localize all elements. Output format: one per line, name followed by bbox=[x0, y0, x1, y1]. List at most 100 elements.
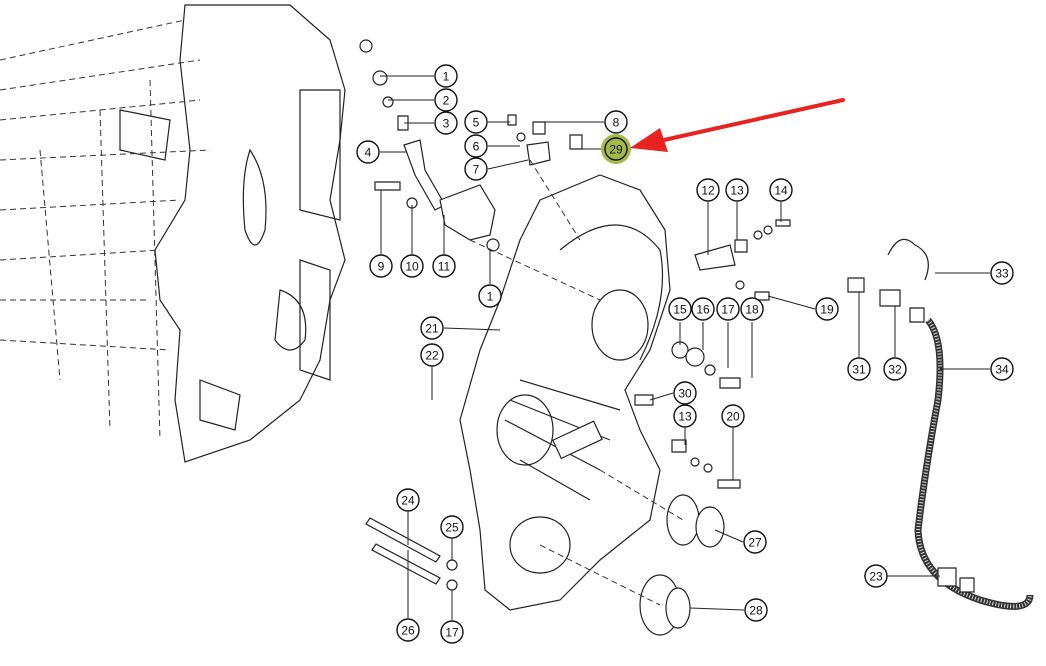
callout-circle bbox=[434, 88, 458, 112]
callout-11: 11 bbox=[432, 254, 456, 278]
callout-circle bbox=[434, 64, 458, 88]
callout-circle bbox=[716, 297, 740, 321]
callout-13: 13 bbox=[673, 404, 697, 428]
callout-29: 29 bbox=[601, 134, 631, 164]
callout-20: 20 bbox=[721, 404, 745, 428]
callout-5: 5 bbox=[464, 110, 488, 134]
callout-circle bbox=[356, 140, 380, 164]
callout-18: 18 bbox=[740, 297, 764, 321]
callout-number: 27 bbox=[748, 536, 762, 550]
callout-number: 18 bbox=[745, 303, 759, 317]
callout-17: 17 bbox=[716, 297, 740, 321]
callout-number: 2 bbox=[443, 94, 450, 108]
callout-22: 22 bbox=[420, 343, 444, 367]
callout-circle bbox=[668, 297, 692, 321]
callout-circle bbox=[743, 530, 767, 554]
callout-number: 20 bbox=[726, 410, 740, 424]
callout-31: 31 bbox=[847, 357, 871, 381]
callout-24: 24 bbox=[396, 488, 420, 512]
callout-circle bbox=[673, 404, 697, 428]
callout-circle bbox=[369, 254, 393, 278]
callout-number: 9 bbox=[378, 260, 385, 274]
callout-28: 28 bbox=[744, 598, 768, 622]
timing-cover bbox=[459, 174, 671, 611]
callout-circle bbox=[769, 178, 793, 202]
callout-2: 2 bbox=[434, 88, 458, 112]
callout-circle bbox=[883, 357, 907, 381]
callout-23: 23 bbox=[864, 564, 888, 588]
callout-circle bbox=[440, 620, 464, 644]
callout-circle bbox=[396, 488, 420, 512]
callout-number: 5 bbox=[473, 116, 480, 130]
callout-12: 12 bbox=[696, 178, 720, 202]
callout-number: 16 bbox=[696, 303, 710, 317]
callout-circle bbox=[434, 111, 458, 135]
callout-3: 3 bbox=[434, 111, 458, 135]
callout-circle bbox=[464, 157, 488, 181]
callout-circle bbox=[847, 357, 871, 381]
callout-circle bbox=[721, 404, 745, 428]
callout-number: 12 bbox=[701, 184, 715, 198]
callout-circle bbox=[464, 110, 488, 134]
callout-33: 33 bbox=[990, 261, 1014, 285]
callout-circle bbox=[432, 254, 456, 278]
leader-lines bbox=[380, 75, 990, 620]
callout-circle bbox=[740, 297, 764, 321]
callout-circle bbox=[725, 178, 749, 202]
callout-14: 14 bbox=[769, 178, 793, 202]
callout-30: 30 bbox=[673, 381, 697, 405]
callout-number: 1 bbox=[443, 70, 450, 84]
callout-circle bbox=[396, 618, 420, 642]
callout-10: 10 bbox=[400, 254, 424, 278]
callout-number: 11 bbox=[438, 260, 451, 274]
callout-circle bbox=[696, 178, 720, 202]
callout-13: 13 bbox=[725, 178, 749, 202]
callout-number: 32 bbox=[888, 363, 902, 377]
callout-number: 22 bbox=[425, 349, 439, 363]
callout-number: 17 bbox=[721, 303, 735, 317]
callout-34: 34 bbox=[990, 357, 1014, 381]
callout-1: 1 bbox=[478, 284, 502, 308]
callout-circle bbox=[691, 297, 715, 321]
callout-circle bbox=[673, 381, 697, 405]
callout-circle bbox=[420, 316, 444, 340]
callout-15: 15 bbox=[668, 297, 692, 321]
callout-number: 3 bbox=[443, 117, 450, 131]
callout-26: 26 bbox=[396, 618, 420, 642]
callout-number: 25 bbox=[445, 521, 459, 535]
callout-6: 6 bbox=[464, 134, 488, 158]
callout-number: 13 bbox=[678, 410, 692, 424]
callout-number: 21 bbox=[425, 322, 439, 336]
callout-circle bbox=[815, 297, 839, 321]
callout-number: 13 bbox=[730, 184, 744, 198]
callout-19: 19 bbox=[815, 297, 839, 321]
callout-number: 17 bbox=[445, 626, 459, 640]
callout-circle bbox=[604, 137, 628, 161]
callout-circle bbox=[604, 110, 628, 134]
callout-number: 24 bbox=[401, 494, 415, 508]
callout-1: 1 bbox=[434, 64, 458, 88]
callout-number: 14 bbox=[774, 184, 788, 198]
callout-number: 1 bbox=[487, 290, 494, 304]
callout-number: 7 bbox=[473, 163, 480, 177]
callout-number: 31 bbox=[852, 363, 866, 377]
callout-circle bbox=[990, 357, 1014, 381]
callout-16: 16 bbox=[691, 297, 715, 321]
callout-number: 15 bbox=[673, 303, 687, 317]
callout-17: 17 bbox=[440, 620, 464, 644]
callout-circle bbox=[478, 284, 502, 308]
hydraulic-hose bbox=[847, 238, 1034, 610]
callout-25: 25 bbox=[440, 515, 464, 539]
callout-circle bbox=[420, 343, 444, 367]
callout-number: 26 bbox=[401, 624, 415, 638]
callout-21: 21 bbox=[420, 316, 444, 340]
red-pointer-arrow bbox=[630, 98, 845, 152]
callout-7: 7 bbox=[464, 157, 488, 181]
callout-circle bbox=[464, 134, 488, 158]
callout-32: 32 bbox=[883, 357, 907, 381]
callout-4: 4 bbox=[356, 140, 380, 164]
callout-circle bbox=[864, 564, 888, 588]
callout-number: 34 bbox=[995, 363, 1009, 377]
